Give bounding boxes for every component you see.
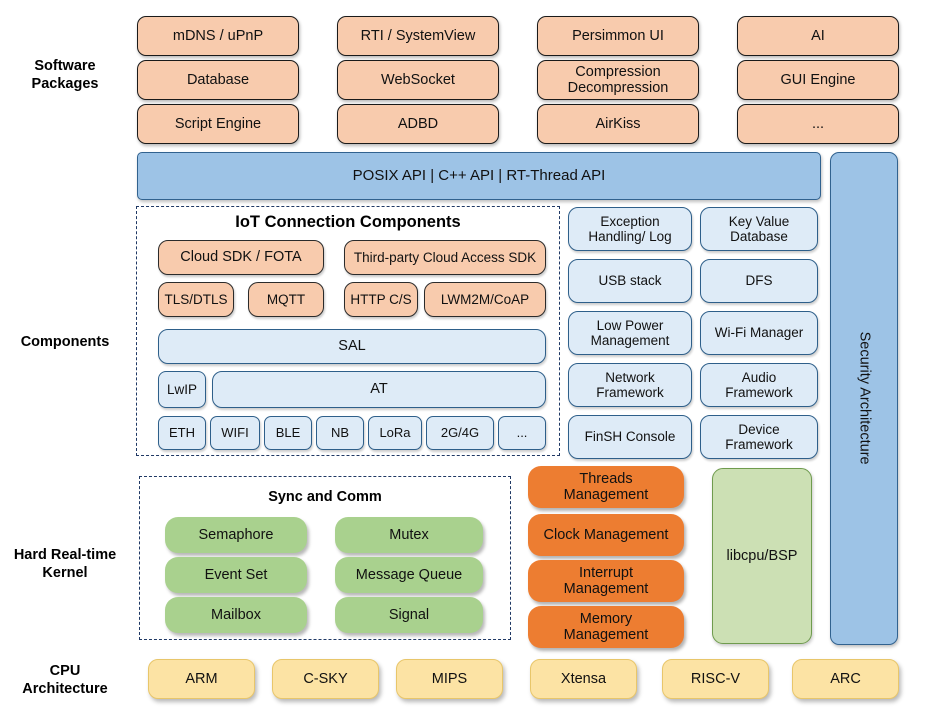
cpu-arch-box[interactable]: Xtensa	[530, 659, 637, 699]
component-box[interactable]: Low Power Management	[568, 311, 692, 355]
kernel-management-box[interactable]: Clock Management	[528, 514, 684, 556]
iot-box[interactable]: HTTP C/S	[344, 282, 418, 317]
cpu-arch-box[interactable]: MIPS	[396, 659, 503, 699]
iot-connection-group	[136, 206, 560, 456]
component-box[interactable]: Network Framework	[568, 363, 692, 407]
libcpu-bsp-box[interactable]: libcpu/BSP	[712, 468, 812, 644]
package-box[interactable]: ADBD	[337, 104, 499, 144]
iot-link-box[interactable]: LoRa	[368, 416, 422, 450]
kernel-management-box[interactable]: Memory Management	[528, 606, 684, 648]
cpu-arch-box[interactable]: ARC	[792, 659, 899, 699]
security-architecture-label: Security Architecture	[856, 332, 873, 465]
iot-lwip-box[interactable]: LwIP	[158, 371, 206, 408]
sync-comm-group	[139, 476, 511, 640]
component-box[interactable]: Key Value Database	[700, 207, 818, 251]
iot-at-box[interactable]: AT	[212, 371, 546, 408]
component-box[interactable]: Exception Handling/ Log	[568, 207, 692, 251]
package-box[interactable]: Persimmon UI	[537, 16, 699, 56]
iot-link-box[interactable]: ...	[498, 416, 546, 450]
security-architecture-bar[interactable]: Security Architecture	[830, 152, 898, 645]
cpu-arch-box[interactable]: ARM	[148, 659, 255, 699]
iot-link-box[interactable]: 2G/4G	[426, 416, 494, 450]
iot-link-box[interactable]: BLE	[264, 416, 312, 450]
package-box[interactable]: AirKiss	[537, 104, 699, 144]
iot-connection-title: IoT Connection Components	[235, 213, 461, 231]
sync-box[interactable]: Event Set	[165, 557, 307, 593]
package-box[interactable]: ...	[737, 104, 899, 144]
kernel-management-box[interactable]: Interrupt Management	[528, 560, 684, 602]
iot-box[interactable]: LWM2M/CoAP	[424, 282, 546, 317]
iot-sal-box[interactable]: SAL	[158, 329, 546, 364]
component-box[interactable]: Audio Framework	[700, 363, 818, 407]
iot-box[interactable]: Cloud SDK / FOTA	[158, 240, 324, 275]
component-box[interactable]: Wi-Fi Manager	[700, 311, 818, 355]
package-box[interactable]: Script Engine	[137, 104, 299, 144]
package-box[interactable]: GUI Engine	[737, 60, 899, 100]
row-label-components: Components	[20, 333, 110, 350]
iot-link-box[interactable]: NB	[316, 416, 364, 450]
row-label-cpu-architecture: CPU Architecture	[22, 662, 108, 697]
sync-box[interactable]: Mailbox	[165, 597, 307, 633]
sync-box[interactable]: Message Queue	[335, 557, 483, 593]
sync-box[interactable]: Signal	[335, 597, 483, 633]
iot-box[interactable]: TLS/DTLS	[158, 282, 234, 317]
kernel-management-box[interactable]: Threads Management	[528, 466, 684, 508]
iot-box[interactable]: Third-party Cloud Access SDK	[344, 240, 546, 275]
cpu-arch-box[interactable]: C-SKY	[272, 659, 379, 699]
iot-link-box[interactable]: ETH	[158, 416, 206, 450]
row-label-software-packages: Software Packages	[31, 57, 99, 92]
component-box[interactable]: DFS	[700, 259, 818, 303]
package-box[interactable]: Compression Decompression	[537, 60, 699, 100]
package-box[interactable]: RTI / SystemView	[337, 16, 499, 56]
cpu-arch-box[interactable]: RISC-V	[662, 659, 769, 699]
component-box[interactable]: FinSH Console	[568, 415, 692, 459]
package-box[interactable]: AI	[737, 16, 899, 56]
component-box[interactable]: Device Framework	[700, 415, 818, 459]
sync-box[interactable]: Semaphore	[165, 517, 307, 553]
iot-link-box[interactable]: WIFI	[210, 416, 260, 450]
sync-box[interactable]: Mutex	[335, 517, 483, 553]
sync-comm-title: Sync and Comm	[268, 489, 382, 505]
package-box[interactable]: mDNS / uPnP	[137, 16, 299, 56]
api-bar[interactable]: POSIX API | C++ API | RT-Thread API	[137, 152, 821, 200]
iot-box[interactable]: MQTT	[248, 282, 324, 317]
package-box[interactable]: WebSocket	[337, 60, 499, 100]
package-box[interactable]: Database	[137, 60, 299, 100]
row-label-kernel: Hard Real-time Kernel	[13, 546, 117, 581]
component-box[interactable]: USB stack	[568, 259, 692, 303]
